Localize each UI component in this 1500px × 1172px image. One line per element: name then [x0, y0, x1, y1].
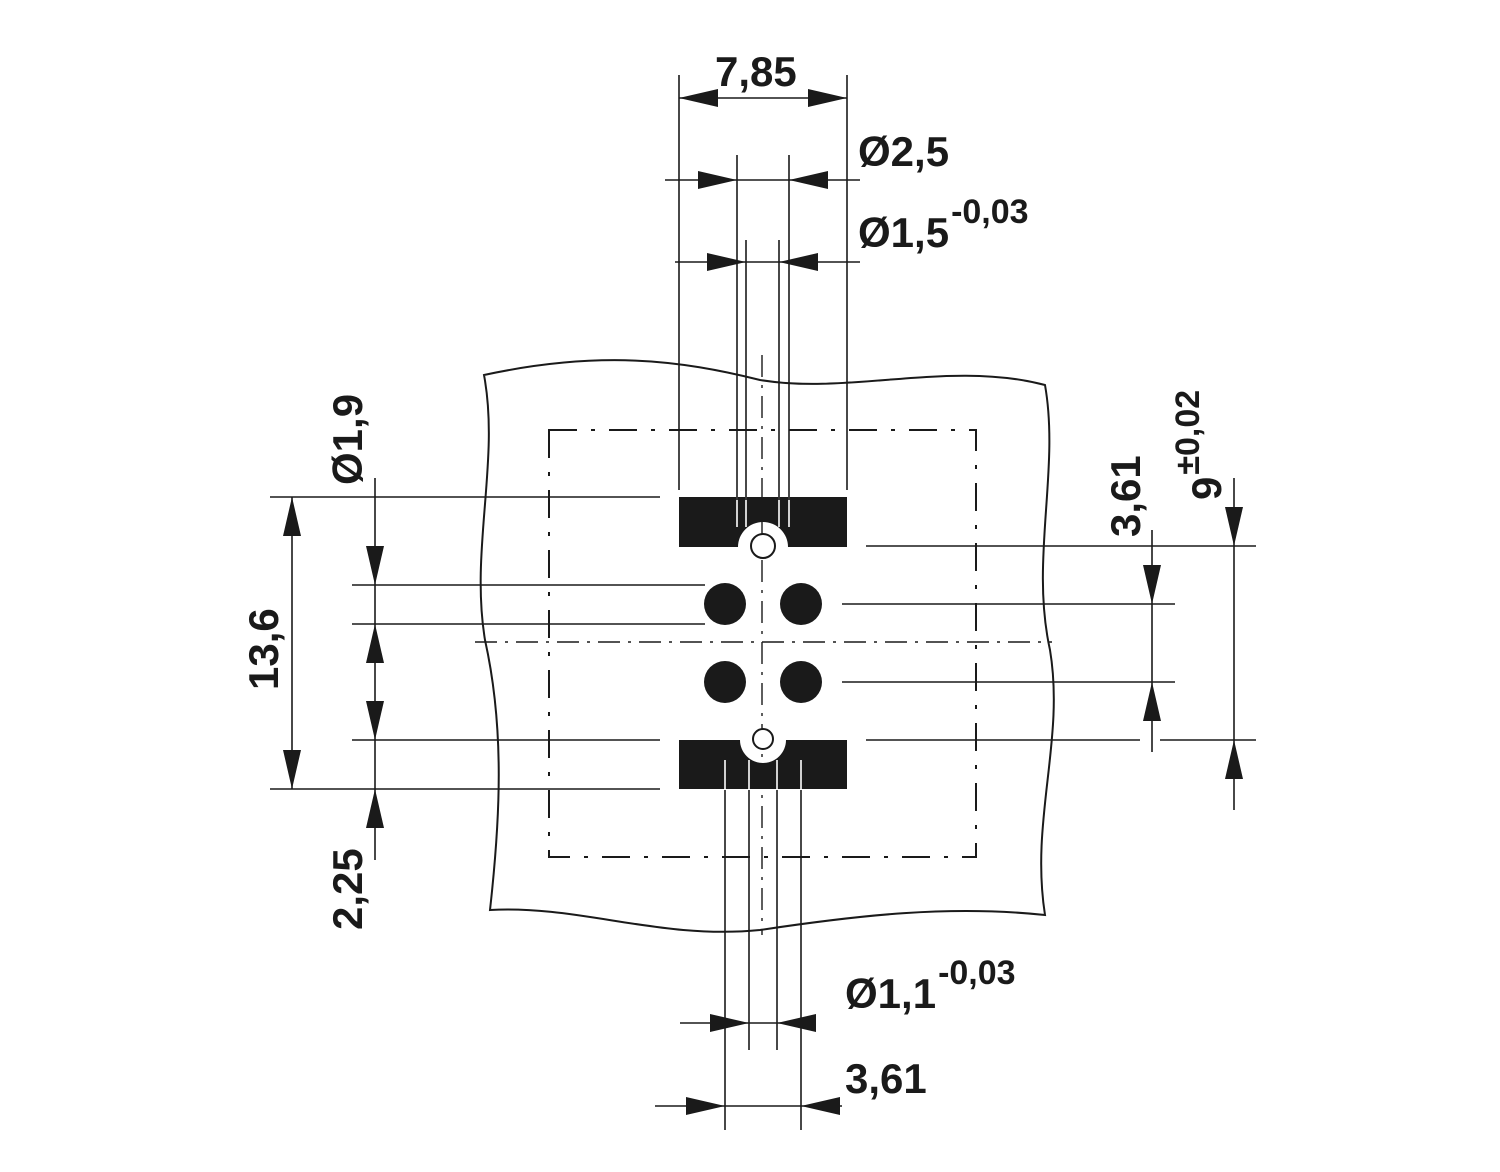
inner-diameter-value: Ø1,5 — [858, 209, 949, 256]
label-height: 13,6 — [240, 608, 287, 690]
top-extension-lines — [678, 75, 848, 500]
label-bottom-spacing: 3,61 — [845, 1055, 927, 1102]
right-pitch-value: 9 — [1183, 477, 1230, 500]
right-pitch-tolerance: ±0,02 — [1169, 390, 1207, 475]
right-extension-lines — [842, 545, 1256, 741]
dim-right-pitch — [1225, 478, 1243, 810]
inner-diameter-tolerance: -0,03 — [951, 193, 1029, 231]
pin-hole — [704, 661, 746, 703]
label-top-width: 7,85 — [715, 48, 797, 95]
pin-hole — [780, 583, 822, 625]
label-pin-diameter: Ø1,9 — [324, 394, 371, 485]
label-right-pitch: 9±0,02 — [1169, 390, 1230, 500]
dim-bottom-spacing — [655, 1097, 842, 1115]
label-offset: 2,25 — [324, 848, 371, 930]
bottom-diameter-value: Ø1,1 — [845, 970, 936, 1017]
bottom-extension-lines — [724, 790, 802, 1130]
board-outline — [479, 359, 1055, 933]
top-hole — [750, 533, 776, 559]
label-right-spacing: 3,61 — [1102, 455, 1149, 537]
dim-inner-diameter — [675, 253, 860, 271]
dim-outer-diameter — [665, 171, 860, 189]
pin-hole — [704, 583, 746, 625]
left-extension-lines — [270, 496, 705, 790]
label-outer-diameter: Ø2,5 — [858, 128, 949, 175]
dim-bottom-diameter — [680, 1014, 816, 1032]
label-inner-diameter: Ø1,5-0,03 — [858, 193, 1029, 256]
dim-pin-diameter — [366, 478, 384, 860]
pin-hole — [780, 661, 822, 703]
bottom-hole — [752, 728, 774, 750]
bottom-diameter-tolerance: -0,03 — [938, 954, 1016, 992]
bottom-pad — [679, 740, 847, 789]
top-pad — [679, 497, 847, 547]
label-bottom-diameter: Ø1,1-0,03 — [845, 954, 1016, 1017]
pad-lead-lines — [724, 497, 802, 789]
dim-right-spacing — [1143, 530, 1161, 752]
dim-height — [283, 497, 301, 789]
dim-top-width — [679, 89, 847, 107]
